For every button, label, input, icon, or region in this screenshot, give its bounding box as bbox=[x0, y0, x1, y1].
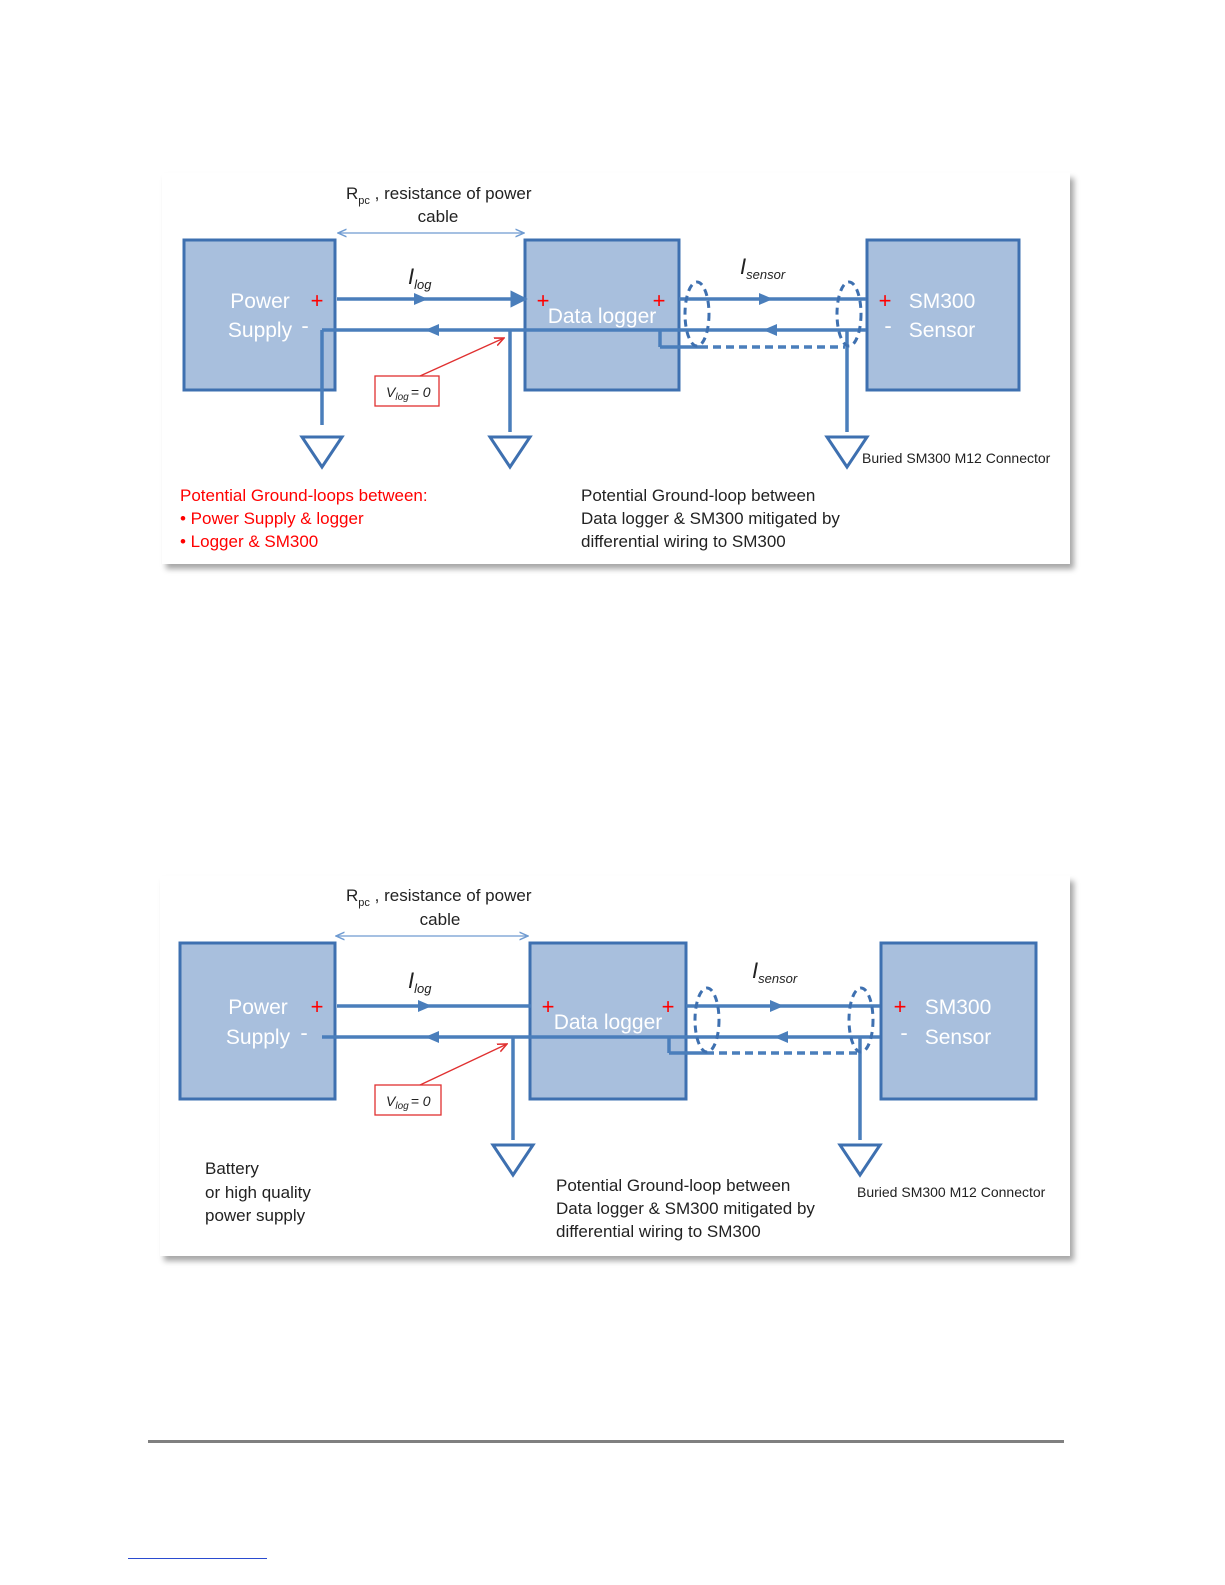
right-note-line-1: Potential Ground-loop between bbox=[581, 486, 815, 505]
figure-1: Rpc , resistance of power cable bbox=[162, 173, 1070, 564]
rpc-label: Rpc , resistance of power bbox=[346, 886, 532, 909]
right-note-line-3: differential wiring to SM300 bbox=[581, 532, 786, 551]
page-footer-rule bbox=[148, 1440, 1064, 1443]
ps-plus: + bbox=[311, 994, 324, 1019]
vlog-callout-box bbox=[374, 1084, 442, 1116]
power-supply-label-1: Power bbox=[230, 290, 290, 313]
isensor-arrowhead bbox=[759, 293, 773, 305]
ilog-arrowhead bbox=[414, 293, 428, 305]
ps-plus: + bbox=[311, 288, 324, 313]
return-arrowhead-1 bbox=[425, 324, 439, 336]
logger-plus-right: + bbox=[662, 994, 675, 1019]
ilog-label: Ilog bbox=[408, 264, 432, 292]
cable-shield-right bbox=[835, 280, 863, 348]
rpc-label-line2: cable bbox=[420, 910, 461, 929]
logger-plus-right: + bbox=[653, 288, 666, 313]
sm300-label-1: SM300 bbox=[925, 996, 992, 1019]
ground-symbol-sensor bbox=[824, 435, 870, 470]
footer-link-underline[interactable] bbox=[128, 1558, 267, 1559]
sm300-label-2: Sensor bbox=[909, 319, 976, 342]
figure-2: Rpc , resistance of power cable Power Su… bbox=[160, 876, 1070, 1256]
vlog-callout-arrow bbox=[419, 338, 504, 377]
sm300-sensor-box bbox=[865, 238, 1021, 392]
power-supply-label-2: Supply bbox=[228, 319, 293, 342]
left-note-line-1: Battery bbox=[205, 1159, 259, 1178]
ilog-label: Ilog bbox=[408, 968, 432, 996]
sm300-sensor-box bbox=[879, 941, 1038, 1101]
ps-minus: - bbox=[300, 1020, 307, 1045]
sensor-plus: + bbox=[894, 994, 907, 1019]
ps-minus: - bbox=[301, 313, 308, 338]
rpc-label-line2: cable bbox=[418, 207, 459, 226]
connector-label: Buried SM300 M12 Connector bbox=[862, 450, 1051, 466]
ground-symbol-ps bbox=[299, 435, 345, 470]
vlog-label: Vlog= 0 bbox=[386, 384, 431, 403]
power-supply-box bbox=[178, 941, 337, 1101]
data-logger-box bbox=[528, 941, 688, 1101]
vlog-callout-box bbox=[374, 375, 440, 407]
right-note-line-2: Data logger & SM300 mitigated by bbox=[581, 509, 840, 528]
left-note-line-2: • Power Supply & logger bbox=[180, 509, 364, 528]
return-arrowhead-2 bbox=[763, 324, 777, 336]
return-arrowhead-1 bbox=[425, 1031, 439, 1043]
power-supply-label-1: Power bbox=[228, 996, 288, 1019]
ilog-arrowhead bbox=[418, 1000, 432, 1012]
data-logger-label: Data logger bbox=[554, 1011, 663, 1034]
vlog-callout-arrow bbox=[419, 1044, 507, 1086]
left-note-line-3: power supply bbox=[205, 1206, 306, 1225]
left-note-line-2: or high quality bbox=[205, 1183, 311, 1202]
cable-shield-left bbox=[683, 280, 711, 348]
ground-symbol-logger bbox=[487, 435, 533, 470]
isensor-label: Isensor bbox=[752, 958, 798, 986]
rpc-label: Rpc , resistance of power bbox=[346, 184, 532, 207]
sensor-minus: - bbox=[900, 1020, 907, 1045]
ground-symbol-logger bbox=[490, 1143, 536, 1178]
data-logger-box bbox=[523, 238, 681, 392]
right-note-line-2: Data logger & SM300 mitigated by bbox=[556, 1199, 815, 1218]
logger-plus-left: + bbox=[537, 288, 550, 313]
sm300-label-2: Sensor bbox=[925, 1026, 992, 1049]
isensor-label: Isensor bbox=[740, 254, 786, 282]
sensor-minus: - bbox=[884, 313, 891, 338]
logger-plus-left: + bbox=[542, 994, 555, 1019]
power-supply-box bbox=[182, 238, 337, 392]
left-note-line-1: Potential Ground-loops between: bbox=[180, 486, 428, 505]
right-note-line-3: differential wiring to SM300 bbox=[556, 1222, 761, 1241]
return-arrowhead-2 bbox=[774, 1031, 788, 1043]
power-supply-label-2: Supply bbox=[226, 1026, 291, 1049]
left-note-line-3: • Logger & SM300 bbox=[180, 532, 318, 551]
right-note-line-1: Potential Ground-loop between bbox=[556, 1176, 790, 1195]
isensor-arrowhead bbox=[770, 1000, 784, 1012]
sm300-label-1: SM300 bbox=[909, 290, 976, 313]
data-logger-label: Data logger bbox=[548, 305, 657, 328]
ground-symbol-sensor bbox=[837, 1143, 883, 1178]
sensor-plus: + bbox=[879, 288, 892, 313]
connector-label: Buried SM300 M12 Connector bbox=[857, 1184, 1046, 1200]
cable-shield-right bbox=[847, 986, 875, 1054]
cable-shield-left bbox=[693, 986, 721, 1054]
vlog-label: Vlog= 0 bbox=[386, 1093, 431, 1112]
